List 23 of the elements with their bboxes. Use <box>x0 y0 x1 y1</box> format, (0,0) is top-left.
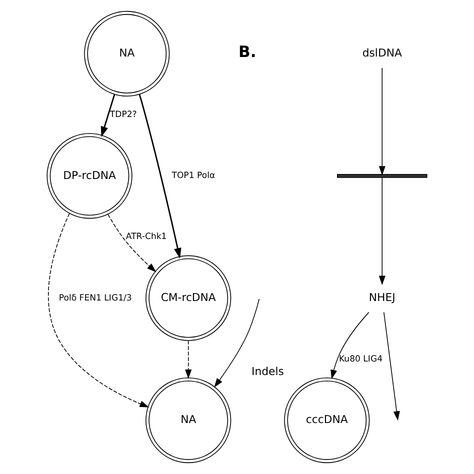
node-text: NHEJ <box>368 290 396 304</box>
arrow <box>378 67 386 176</box>
edge-label: TDP2? <box>110 110 137 120</box>
node-circle: DP-rcDNA <box>46 133 132 219</box>
edge-label: TOP1 Polα <box>172 171 216 182</box>
node-bar <box>337 174 428 178</box>
edge-label: ATR-Chk1 <box>126 232 167 242</box>
node-text: dslDNA <box>362 46 402 60</box>
arrow <box>214 298 260 388</box>
arrow <box>383 312 400 421</box>
arrow <box>108 214 156 272</box>
label: B. <box>238 42 256 61</box>
arrow <box>48 213 150 408</box>
node-circle: NA <box>84 10 170 97</box>
arrow <box>100 94 116 138</box>
edge-label: Polδ FEN1 LIG1/3 <box>58 293 132 304</box>
node-circle: cccDNA <box>284 377 370 464</box>
arrow <box>378 177 386 286</box>
arrow <box>138 94 182 259</box>
arrow <box>330 312 370 380</box>
edge-label: Ku80 LIG4 <box>338 354 383 364</box>
node-label: Indels <box>252 364 284 378</box>
arrow <box>185 340 192 379</box>
